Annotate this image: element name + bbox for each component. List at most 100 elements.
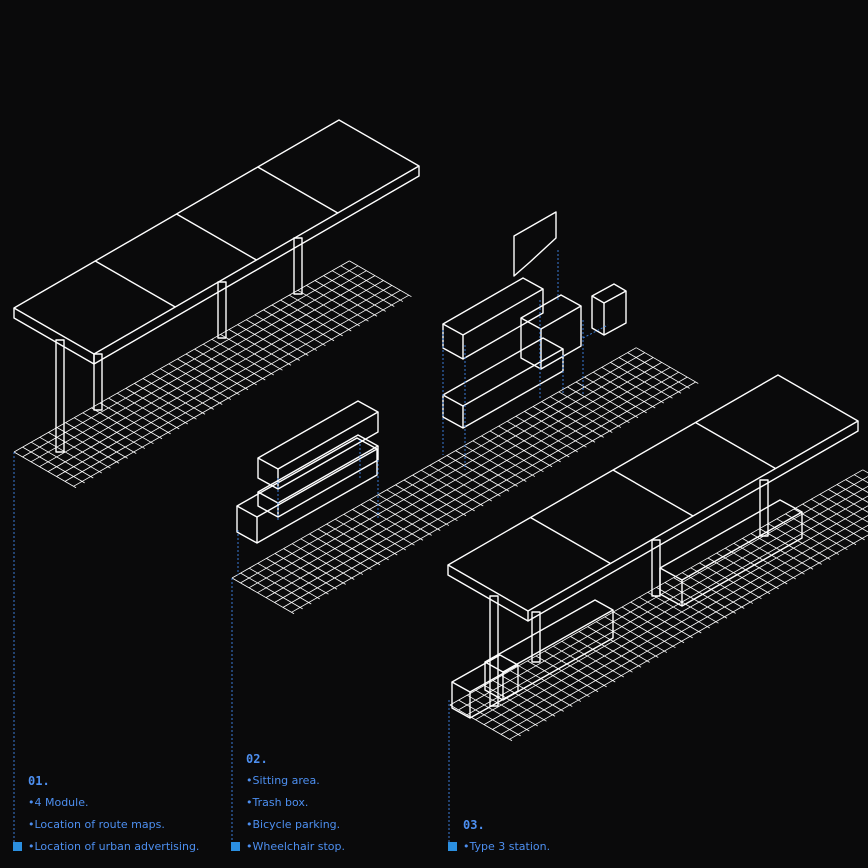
paving-line <box>785 513 848 551</box>
canopy-module-01 <box>13 119 420 365</box>
paving-line <box>160 368 223 405</box>
box-edge <box>591 291 627 336</box>
paving-line <box>266 558 329 595</box>
paving-line <box>386 489 450 526</box>
paving-line <box>492 515 868 730</box>
paving-line <box>467 694 530 732</box>
paving-line <box>125 387 189 425</box>
paving-line <box>449 704 513 742</box>
paving-line <box>395 484 458 522</box>
canopy-post <box>293 237 303 295</box>
paving-line <box>621 606 685 644</box>
legend-item: •Location of route maps. <box>28 818 165 831</box>
paving-line <box>570 636 633 673</box>
canopy-post <box>93 353 103 411</box>
paving-line <box>349 260 412 298</box>
paving-line <box>297 289 361 327</box>
paving-line <box>481 435 544 473</box>
paving-line <box>604 616 668 653</box>
paving-line <box>627 352 690 389</box>
paving-line <box>733 542 797 580</box>
paving-line <box>231 577 295 615</box>
paving-line <box>690 567 754 604</box>
paving-line <box>498 425 561 463</box>
paving-module-03 <box>449 469 868 742</box>
paving-line <box>39 275 376 468</box>
paving-line <box>13 451 77 489</box>
bench-base <box>236 437 378 544</box>
paving-line <box>472 440 536 477</box>
box-top <box>659 499 803 581</box>
paving-line <box>613 611 676 649</box>
paving-line <box>567 386 630 424</box>
paving-line <box>421 469 484 507</box>
legend-item: •Wheelchair stop. <box>246 840 346 853</box>
paving-line <box>610 362 673 399</box>
trash-bin <box>591 283 627 336</box>
post <box>489 595 499 707</box>
paving-line <box>142 378 206 415</box>
paving-line <box>31 441 94 479</box>
paving-line <box>854 474 868 484</box>
paving-line <box>553 645 616 683</box>
paving-line <box>168 363 232 400</box>
paving-line <box>673 577 736 614</box>
legend-number: 02. <box>246 752 268 766</box>
box-top <box>520 294 582 330</box>
box-top <box>591 283 627 304</box>
paving-line <box>177 358 240 396</box>
post <box>93 353 103 411</box>
paving-line <box>716 552 779 590</box>
paving-line <box>618 357 682 394</box>
paving-line <box>314 280 378 317</box>
paving-line <box>134 383 197 420</box>
paving-line <box>682 572 745 609</box>
paving-line <box>56 427 120 464</box>
paving-line <box>300 538 364 575</box>
box-top <box>442 337 564 407</box>
paving-line <box>524 411 587 448</box>
paving-line <box>292 543 355 580</box>
box-top <box>484 599 614 673</box>
paving-line <box>280 299 343 337</box>
box-edge <box>442 289 544 360</box>
paving-line <box>664 582 728 619</box>
paving-line <box>403 479 467 517</box>
paving-line <box>240 352 645 584</box>
legend-module-01: 01. •4 Module. •Location of route maps. … <box>13 770 199 858</box>
paving-line <box>91 407 154 445</box>
seat-lower <box>442 337 564 429</box>
paving-line <box>271 304 335 342</box>
roof-module-line <box>94 260 176 308</box>
legend-marker <box>231 842 240 851</box>
post <box>55 339 65 453</box>
roof-module-line <box>257 166 339 214</box>
legend-marker <box>448 842 457 851</box>
paving-line <box>56 285 393 477</box>
paving-line <box>326 523 389 561</box>
paving-line <box>412 474 475 512</box>
paving-line <box>274 553 338 590</box>
paving-line <box>48 432 111 469</box>
paving-line <box>22 446 85 484</box>
station-seat-block <box>451 654 519 719</box>
paving-line <box>593 371 656 409</box>
legend-module-03: 03. •Type 3 station. <box>448 814 550 858</box>
paving-line <box>483 505 868 725</box>
paving-line <box>544 650 607 688</box>
paving-line <box>647 591 711 629</box>
roof-module-line <box>612 469 694 517</box>
paving-line <box>369 499 432 536</box>
roof-module-line <box>530 516 611 565</box>
paving-line <box>500 524 868 735</box>
paving-line <box>845 479 868 493</box>
paving-line <box>231 347 637 579</box>
paving-line <box>458 699 521 737</box>
paving-line <box>742 538 805 575</box>
paving-line <box>725 547 788 585</box>
paving-line <box>74 417 137 454</box>
station-bench <box>659 499 803 607</box>
paving-line <box>532 406 596 443</box>
paving-line <box>240 572 303 610</box>
paving-line <box>82 412 146 449</box>
